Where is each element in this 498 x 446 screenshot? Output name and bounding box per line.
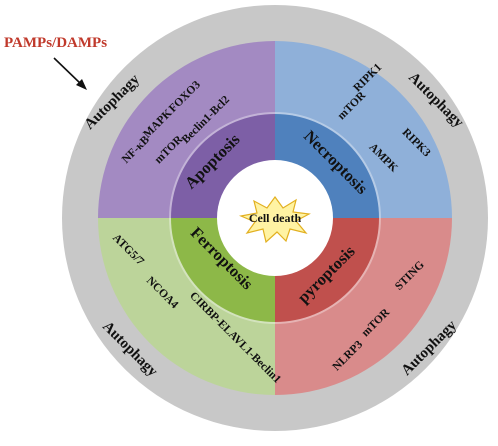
- pamps-damps-label: PAMPs/DAMPs: [4, 35, 107, 51]
- cell-death-label: Cell death: [249, 211, 302, 225]
- trigger-arrow-line: [53, 57, 83, 86]
- trigger-arrow-head: [76, 79, 87, 90]
- cell-death-starburst: [238, 195, 311, 244]
